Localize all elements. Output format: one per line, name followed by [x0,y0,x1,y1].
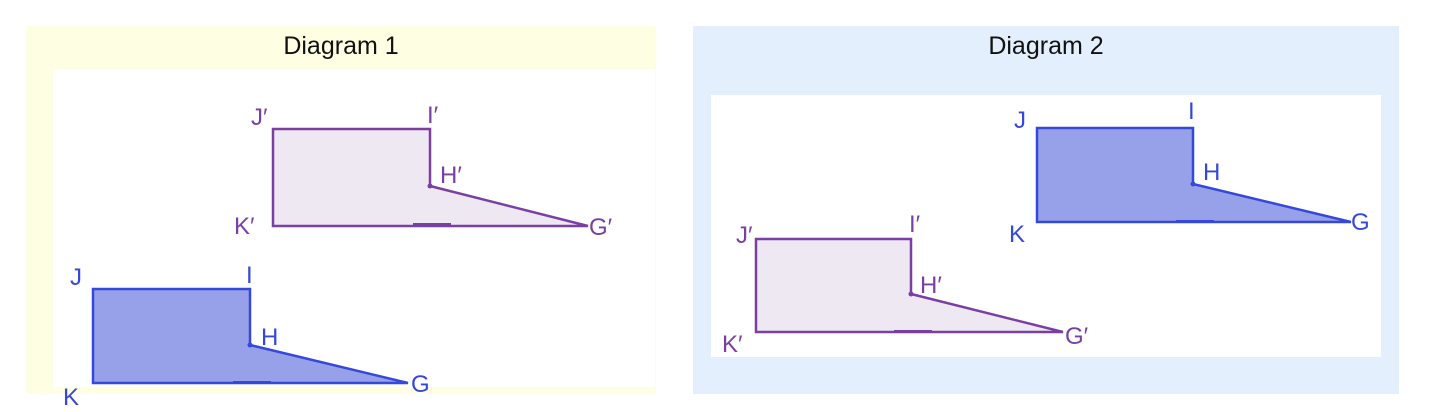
image-polygon [271,127,589,228]
preimage-vertex-h [247,342,253,348]
diagram-1-canvas: J′ I′ H′ K′ G′ J I H K G [53,69,655,411]
vertex-label-h: H [1203,159,1220,186]
vertex-label-g: G [411,371,430,398]
preimage-shape: J I H K G [63,262,430,411]
vertex-label-k-prime: K′ [234,213,255,240]
diagram-1-title: Diagram 1 [283,32,399,60]
diagram-2-title: Diagram 2 [988,32,1104,60]
image-polygon [754,237,1064,334]
vertex-label-i-prime: I′ [427,102,439,129]
vertex-label-j-prime: J′ [251,104,268,131]
vertex-label-j-prime: J′ [736,222,753,249]
vertex-label-g: G [1351,209,1370,236]
image-shape: J′ I′ H′ K′ G′ [234,102,613,241]
vertex-label-i: I [246,262,253,289]
vertex-label-g-prime: G′ [1065,323,1089,350]
vertex-label-h-prime: H′ [440,162,462,189]
preimage-shape: J I H K G [1009,98,1370,248]
vertex-label-k: K [1009,221,1025,248]
image-shape: J′ I′ H′ K′ G′ [722,211,1089,358]
preimage-vertex-h [1190,181,1196,187]
vertex-label-k: K [63,384,79,411]
preimage-polygon [1035,126,1352,224]
vertex-label-i: I [1188,98,1195,125]
diagram-2-figure: J I H K G J′ I′ H′ K′ G′ [722,98,1370,358]
diagram-2-panel: Diagram 2 J I H K G J′ I′ H′ K′ [693,26,1399,394]
preimage-polygon [91,287,409,385]
vertex-label-j: J [70,264,82,291]
image-vertex-h [908,291,914,297]
vertex-label-g-prime: G′ [589,214,613,241]
vertex-label-k-prime: K′ [722,331,743,358]
diagram-1-figure: J′ I′ H′ K′ G′ J I H K G [63,102,613,411]
vertex-label-h-prime: H′ [920,272,942,299]
vertex-label-j: J [1014,107,1026,134]
diagram-1-panel: Diagram 1 J′ I′ H′ K′ G′ J I H [26,26,656,411]
diagram-2-canvas: J I H K G J′ I′ H′ K′ G′ [711,95,1381,358]
image-vertex-h [427,183,433,189]
vertex-label-h: H [261,324,278,351]
vertex-label-i-prime: I′ [909,211,921,238]
